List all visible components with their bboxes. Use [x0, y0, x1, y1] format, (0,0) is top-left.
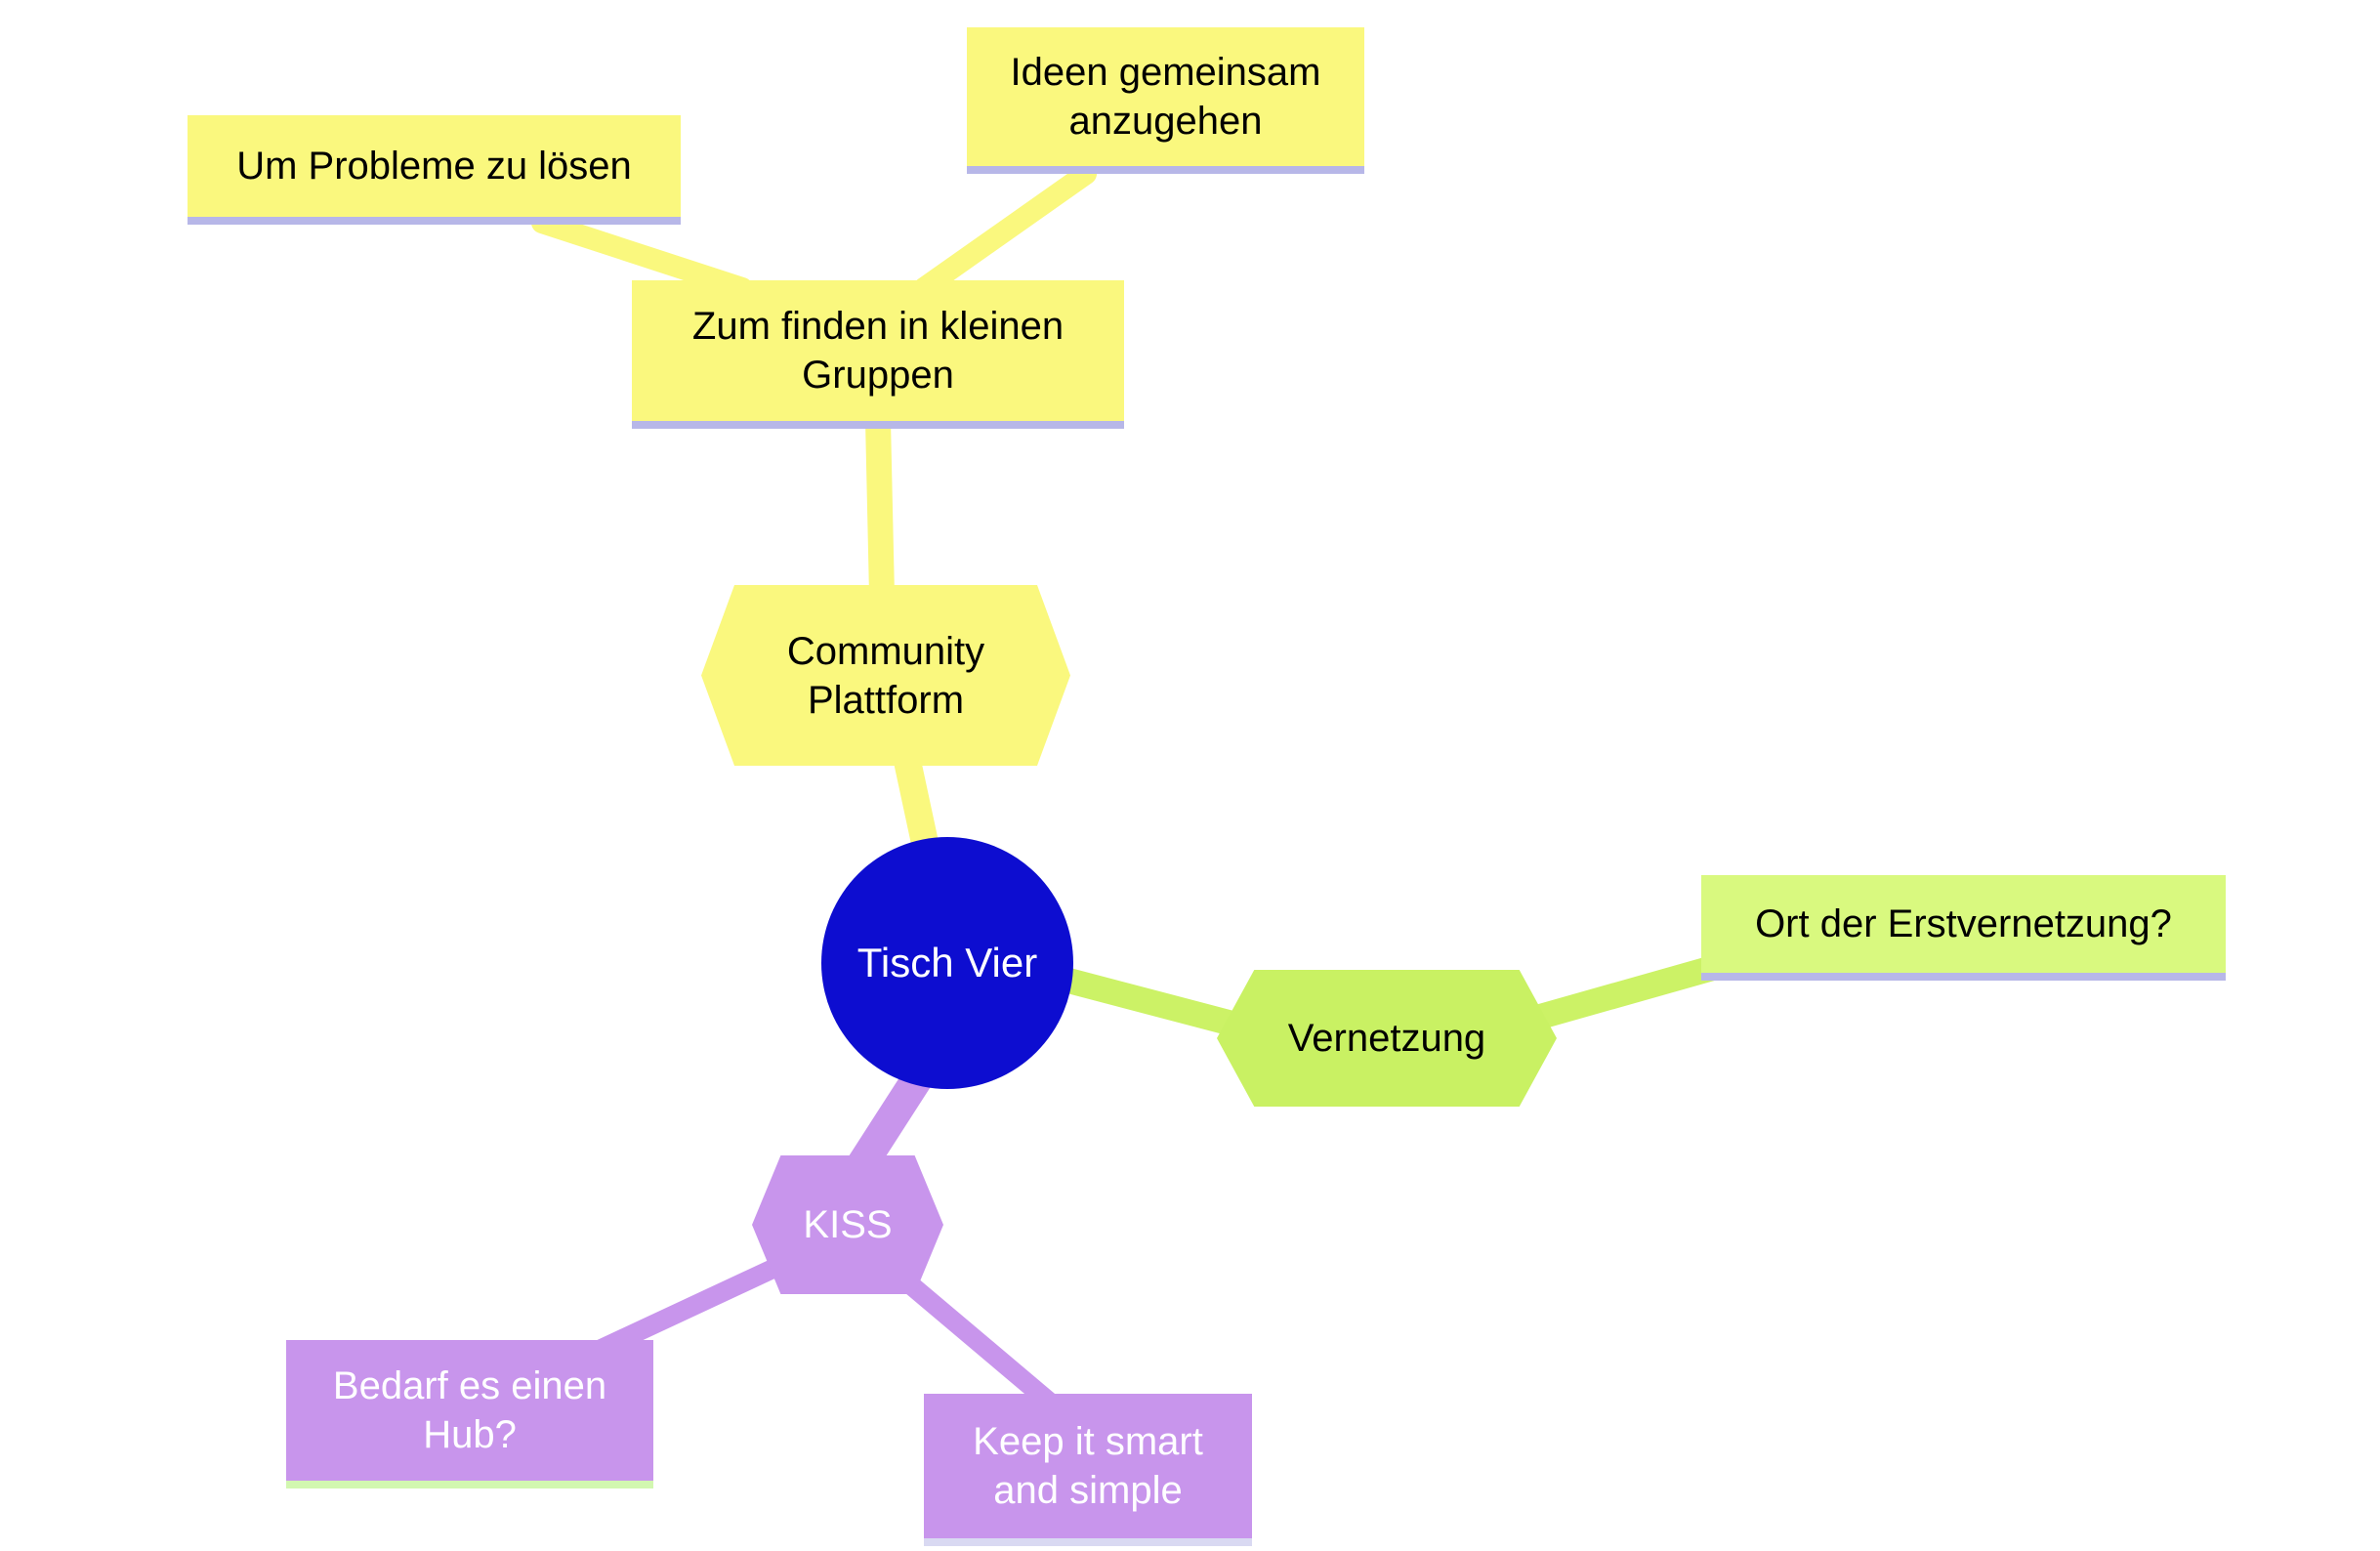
- node-vernetzung[interactable]: Vernetzung: [1217, 970, 1557, 1107]
- edge-vernetzung-ort: [1521, 949, 1746, 1031]
- node-ort-der-erstvernetzung[interactable]: Ort der Erstvernetzung?: [1701, 875, 2226, 981]
- node-label: Vernetzung: [1287, 1017, 1486, 1060]
- edge-zumfinden-ideen: [913, 163, 1097, 299]
- node-label: Ort der Erstvernetzung?: [1755, 902, 2172, 945]
- node-zum-finden-in-kleinen-gruppen[interactable]: Zum finden in kleinen Gruppen: [632, 280, 1124, 429]
- edge-kiss-keep: [889, 1265, 1065, 1416]
- node-kiss[interactable]: KISS: [752, 1155, 943, 1294]
- node-label: Zum finden in kleinen Gruppen: [691, 305, 1065, 397]
- node-bedarf-es-einen-hub[interactable]: Bedarf es einen Hub?: [286, 1340, 653, 1488]
- node-label: Tisch Vier: [856, 939, 1038, 985]
- edge-community-zumfinden: [865, 407, 895, 608]
- node-keep-it-smart-and-simple[interactable]: Keep it smart and simple: [924, 1394, 1252, 1546]
- node-label: Bedarf es einen Hub?: [332, 1364, 607, 1456]
- node-tisch-vier-center[interactable]: Tisch Vier: [821, 837, 1073, 1089]
- node-label: Ideen gemeinsam anzugehen: [1010, 51, 1321, 143]
- edge-zumfinden-umprobleme: [531, 212, 753, 299]
- node-label: Keep it smart and simple: [973, 1420, 1203, 1512]
- node-label: Um Probleme zu lösen: [236, 145, 632, 188]
- node-label: Community Plattform: [786, 629, 985, 722]
- node-community-plattform[interactable]: Community Plattform: [701, 585, 1070, 766]
- node-label: KISS: [803, 1203, 893, 1246]
- node-um-probleme-zu-loesen[interactable]: Um Probleme zu lösen: [188, 115, 681, 225]
- node-ideen-gemeinsam-anzugehen[interactable]: Ideen gemeinsam anzugehen: [967, 27, 1364, 174]
